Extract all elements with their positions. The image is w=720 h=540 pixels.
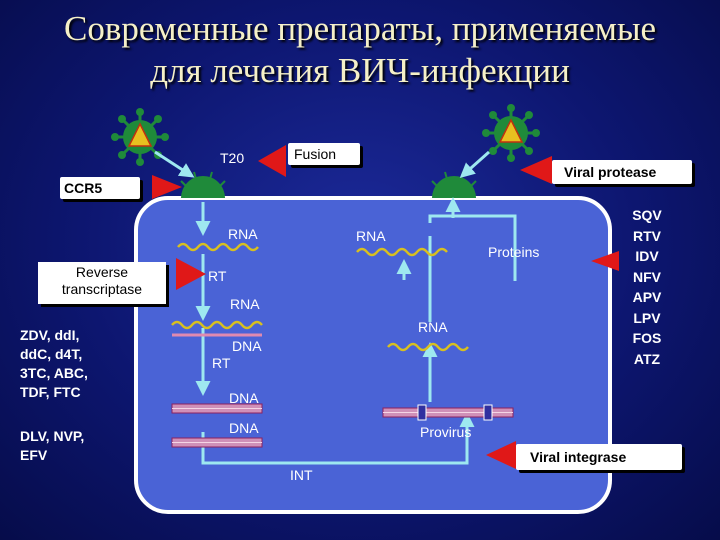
slide-title: Современные препараты, применяемые для л…: [0, 8, 720, 92]
dna-label-1: DNA: [232, 338, 262, 354]
rt-label-1: RT: [208, 268, 227, 284]
virus-left-icon: [111, 108, 169, 166]
pi-item: ATZ: [633, 350, 661, 367]
fusion-label: Fusion: [294, 146, 337, 162]
viral-protease-box: Viral protease: [552, 160, 692, 184]
rna-strands: [171, 242, 469, 352]
viral-integrase-label: Viral integrase: [530, 449, 627, 465]
nrti-line: TDF, FTC: [20, 384, 81, 400]
rna-label-top-left: RNA: [228, 226, 258, 242]
rna-label-top-mid: RNA: [356, 228, 386, 244]
rna-label-mid-left: RNA: [230, 296, 260, 312]
viral-integrase-box: Viral integrase: [516, 444, 682, 470]
int-label: INT: [290, 467, 313, 483]
nnrti-line: DLV, NVP,: [20, 428, 85, 444]
nrti-line: ZDV, ddI,: [20, 327, 80, 343]
t20-label: T20: [220, 150, 245, 166]
nrti-drug-list: ZDV, ddI, ddC, d4T, 3TC, ABC, TDF, FTC: [20, 326, 88, 402]
rt-label-2: RT: [212, 355, 231, 371]
virus-right-icon: [482, 104, 540, 162]
pi-item: RTV: [633, 227, 661, 244]
fusion-box: Fusion: [288, 143, 360, 165]
protease-inhibitor-list: SQV RTV IDV NFV APV LPV FOS ATZ: [624, 205, 670, 369]
pi-item: NFV: [633, 268, 661, 285]
receptor-right-icon: [431, 171, 477, 198]
receptor-left-icon: [180, 171, 226, 198]
title-line-2: для лечения ВИЧ-инфекции: [150, 51, 570, 90]
provirus-label: Provirus: [420, 424, 472, 440]
nrti-line: ddC, d4T,: [20, 346, 83, 362]
reverse-transcriptase-label: Reverse transcriptase: [61, 264, 143, 297]
ccr5-box: CCR5: [60, 177, 140, 199]
proteins-label: Proteins: [488, 244, 540, 260]
dna-label-2: DNA: [229, 390, 259, 406]
ccr5-label: CCR5: [64, 180, 103, 196]
nnrti-drug-list: DLV, NVP, EFV: [20, 427, 84, 465]
nrti-line: 3TC, ABC,: [20, 365, 88, 381]
pi-item: SQV: [632, 207, 662, 223]
viral-protease-label: Viral protease: [564, 164, 657, 180]
nnrti-line: EFV: [20, 447, 48, 463]
pi-item: FOS: [632, 330, 662, 346]
pi-item: APV: [632, 289, 662, 305]
reverse-transcriptase-box: Reverse transcriptase: [38, 262, 166, 304]
title-line-1: Современные препараты, применяемые: [63, 9, 657, 48]
dna-strands: [171, 403, 514, 448]
drug-target-arrows: [152, 145, 619, 469]
pi-item: LPV: [633, 309, 661, 326]
rna-label-center: RNA: [418, 319, 448, 335]
pi-item: IDV: [635, 248, 659, 264]
dna-label-3: DNA: [229, 420, 259, 436]
